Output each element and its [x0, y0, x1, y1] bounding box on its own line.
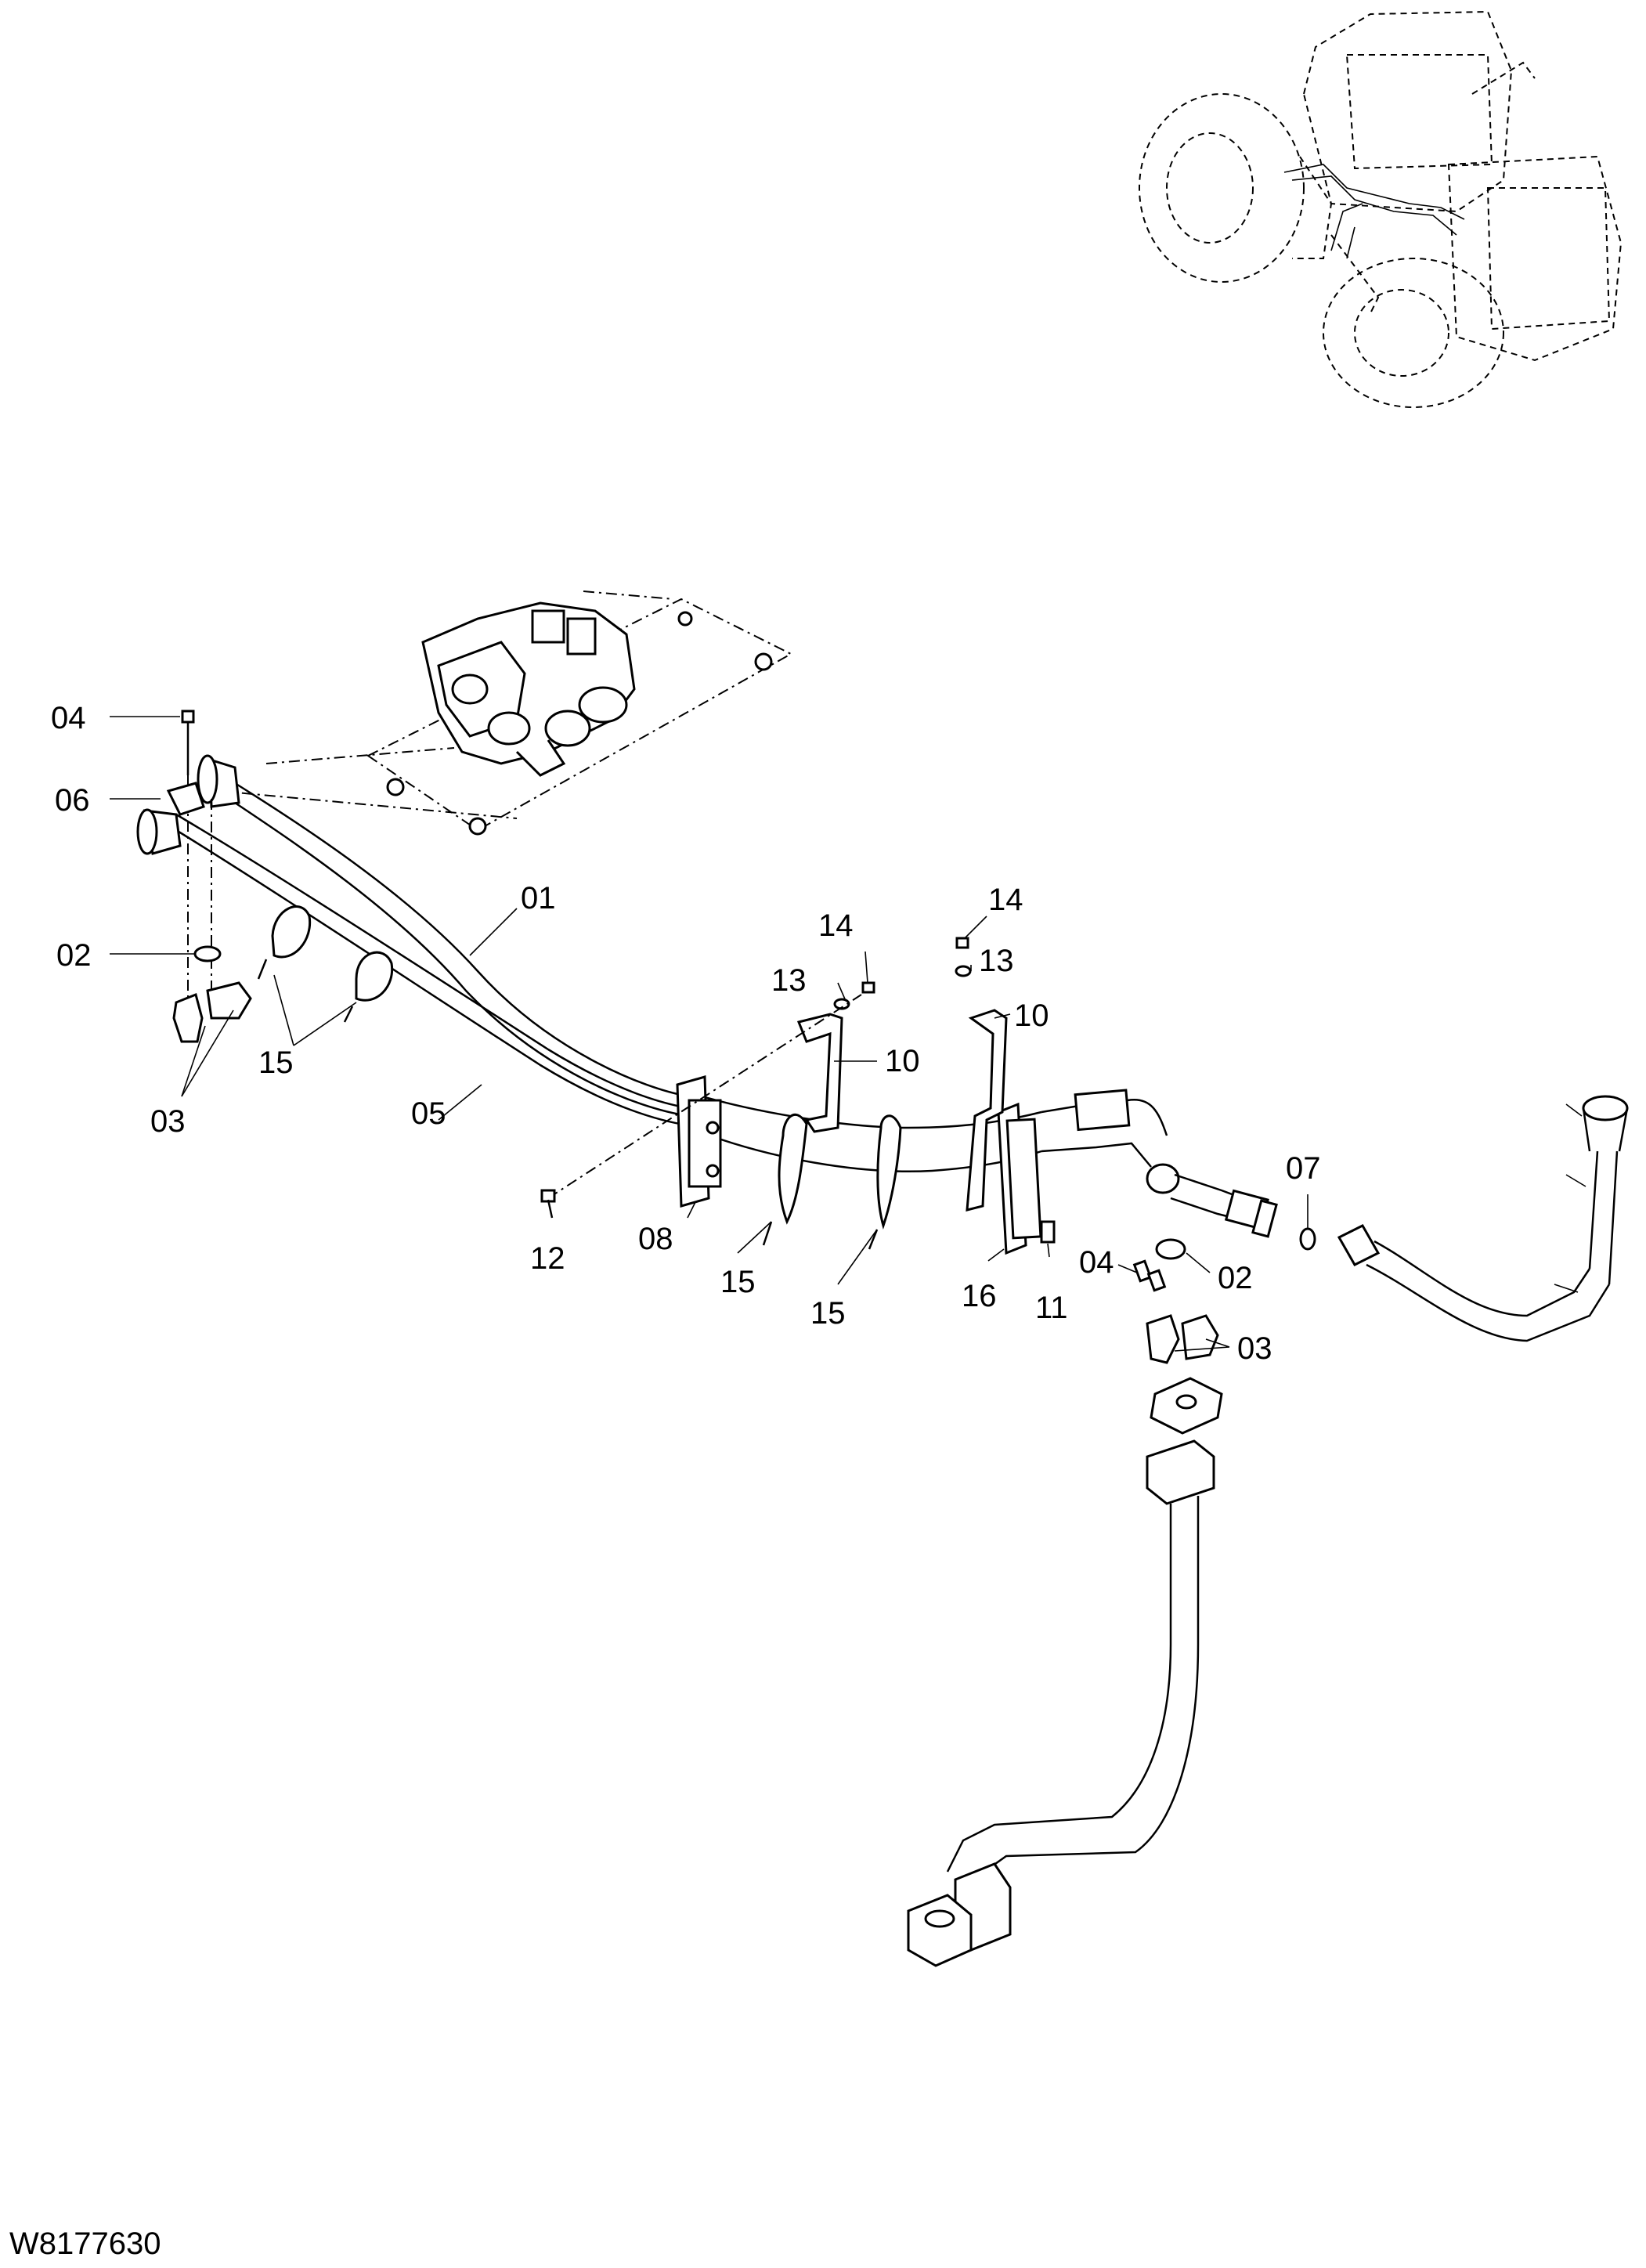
suction-pipe: [907, 1377, 1223, 1967]
callout-06: 06: [55, 783, 90, 818]
callout-10: 10: [885, 1044, 920, 1078]
pipe-05: [136, 808, 690, 1127]
callout-01: 01: [521, 881, 556, 916]
return-hose: [1337, 1095, 1629, 1342]
callout-16: 16: [962, 1279, 997, 1313]
callout-03: 03: [1237, 1331, 1272, 1366]
callout-03: 03: [150, 1104, 186, 1139]
callout-11: 11: [1035, 1291, 1068, 1325]
callout-labels: 04 06 02 03 15 01 05 14 13 10 14 13 10 0…: [51, 701, 1321, 1366]
callout-13: 13: [771, 963, 807, 998]
pipe-center-run: [688, 1089, 1278, 1238]
leader-lines: [110, 716, 1308, 1352]
callout-04: 04: [1079, 1245, 1114, 1280]
callout-04: 04: [51, 701, 86, 735]
callout-08: 08: [638, 1222, 673, 1256]
callout-02: 02: [1218, 1261, 1253, 1295]
hardware: [166, 710, 1316, 1364]
hose-01: [197, 754, 690, 1118]
callout-15: 15: [258, 1046, 294, 1080]
callout-12: 12: [530, 1241, 565, 1276]
machine-overview-illustration: [1139, 10, 1623, 408]
control-valve-assembly: [218, 590, 793, 836]
callout-14: 14: [988, 883, 1023, 917]
callout-14: 14: [818, 908, 854, 943]
callout-10: 10: [1014, 999, 1049, 1033]
drawing-id: W8177630: [9, 2226, 161, 2261]
callout-15: 15: [810, 1296, 846, 1331]
callout-07: 07: [1286, 1151, 1321, 1186]
callout-15: 15: [720, 1265, 756, 1299]
callout-02: 02: [56, 938, 92, 973]
callout-13: 13: [979, 944, 1014, 978]
callout-05: 05: [411, 1096, 446, 1131]
